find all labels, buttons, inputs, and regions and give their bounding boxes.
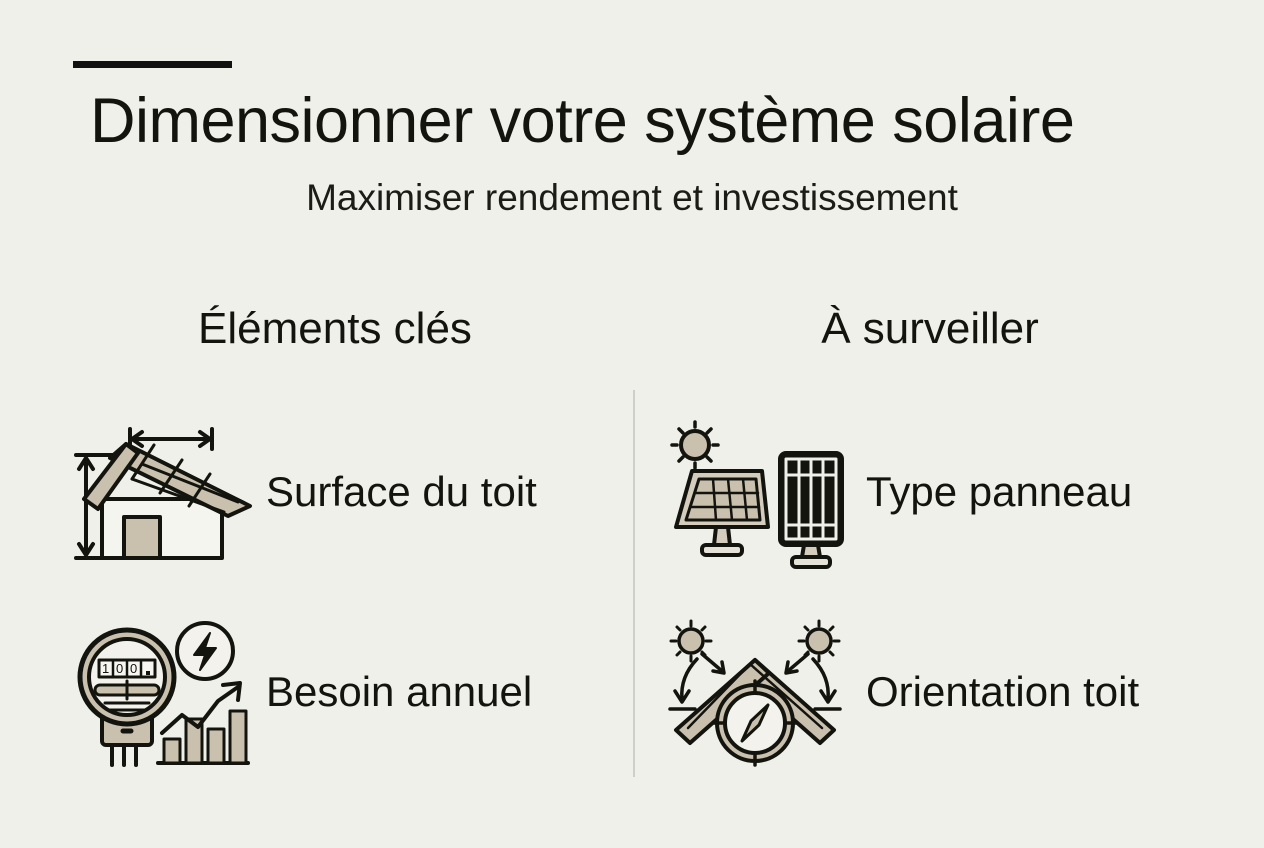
svg-text:1: 1 — [102, 661, 109, 676]
accent-bar — [73, 61, 232, 68]
column-divider — [633, 390, 635, 777]
list-item: Type panneau — [662, 412, 1132, 572]
list-item-label: Orientation toit — [866, 668, 1140, 715]
list-item: Surface du toit — [62, 412, 537, 572]
page-title: Dimensionner votre système solaire — [90, 86, 1075, 156]
list-item-label: Besoin annuel — [266, 668, 533, 715]
list-item-label: Type panneau — [866, 468, 1133, 515]
svg-text:0: 0 — [130, 661, 137, 676]
column-heading-right: À surveiller — [821, 304, 1039, 353]
list-item-label: Surface du toit — [266, 468, 537, 515]
page-subtitle: Maximiser rendement et investissement — [306, 177, 958, 218]
list-item: 1 0 0 — [62, 612, 532, 772]
column-heading-left: Éléments clés — [198, 304, 472, 353]
roof-compass-sun-icon — [662, 612, 852, 772]
svg-text:0: 0 — [116, 661, 123, 676]
house-roof-measure-icon — [62, 412, 252, 572]
electric-meter-chart-icon: 1 0 0 — [62, 612, 252, 772]
list-item: Orientation toit — [662, 612, 1139, 772]
solar-panels-types-icon — [662, 412, 852, 572]
